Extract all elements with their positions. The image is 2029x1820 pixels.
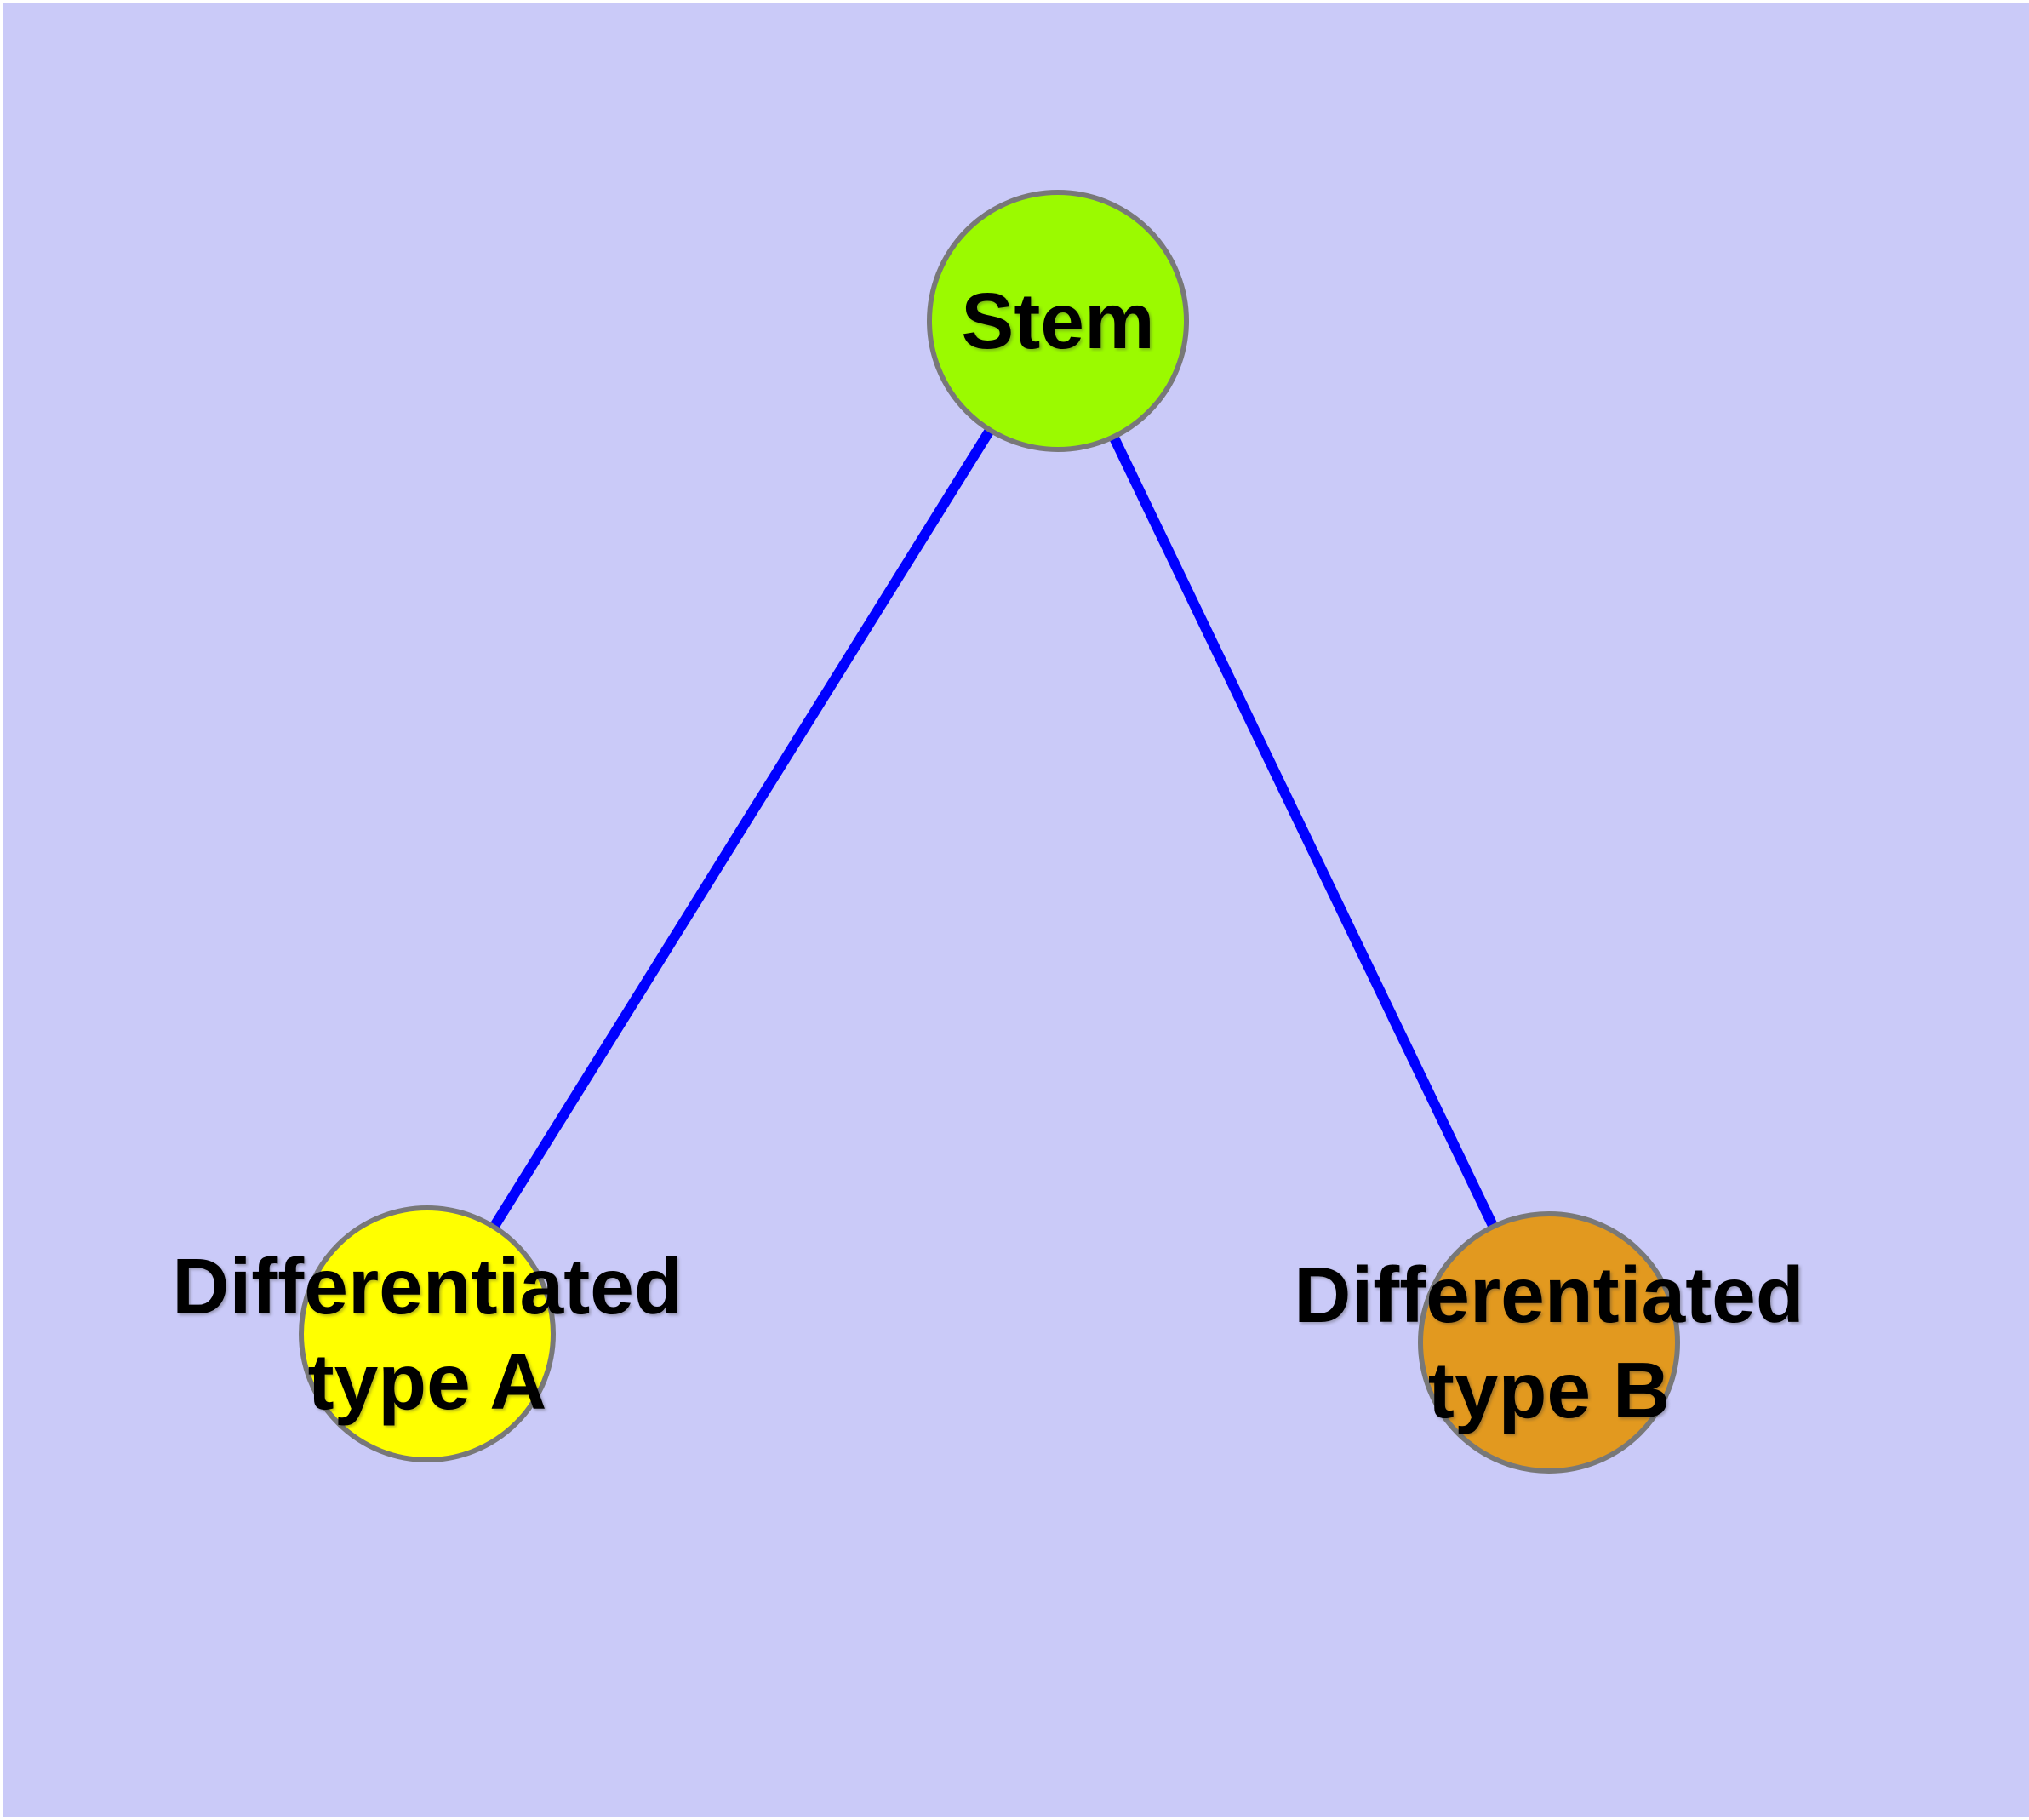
node-stem-label: Stem (961, 277, 1155, 365)
node-type-b-circle (1418, 1211, 1680, 1474)
edge-stem-to-type-b (1053, 318, 1554, 1345)
diagram-canvas: Stem Differentiated type A Differentiate… (3, 3, 2029, 1817)
edge-stem-to-type-a (422, 318, 1063, 1337)
node-stem-circle (927, 190, 1189, 452)
node-type-a-label: Differentiated type A (172, 1242, 683, 1426)
node-type-b-label: Differentiated type B (1294, 1251, 1804, 1434)
node-type-a-circle (299, 1205, 556, 1462)
graph-figure (299, 190, 1680, 1474)
